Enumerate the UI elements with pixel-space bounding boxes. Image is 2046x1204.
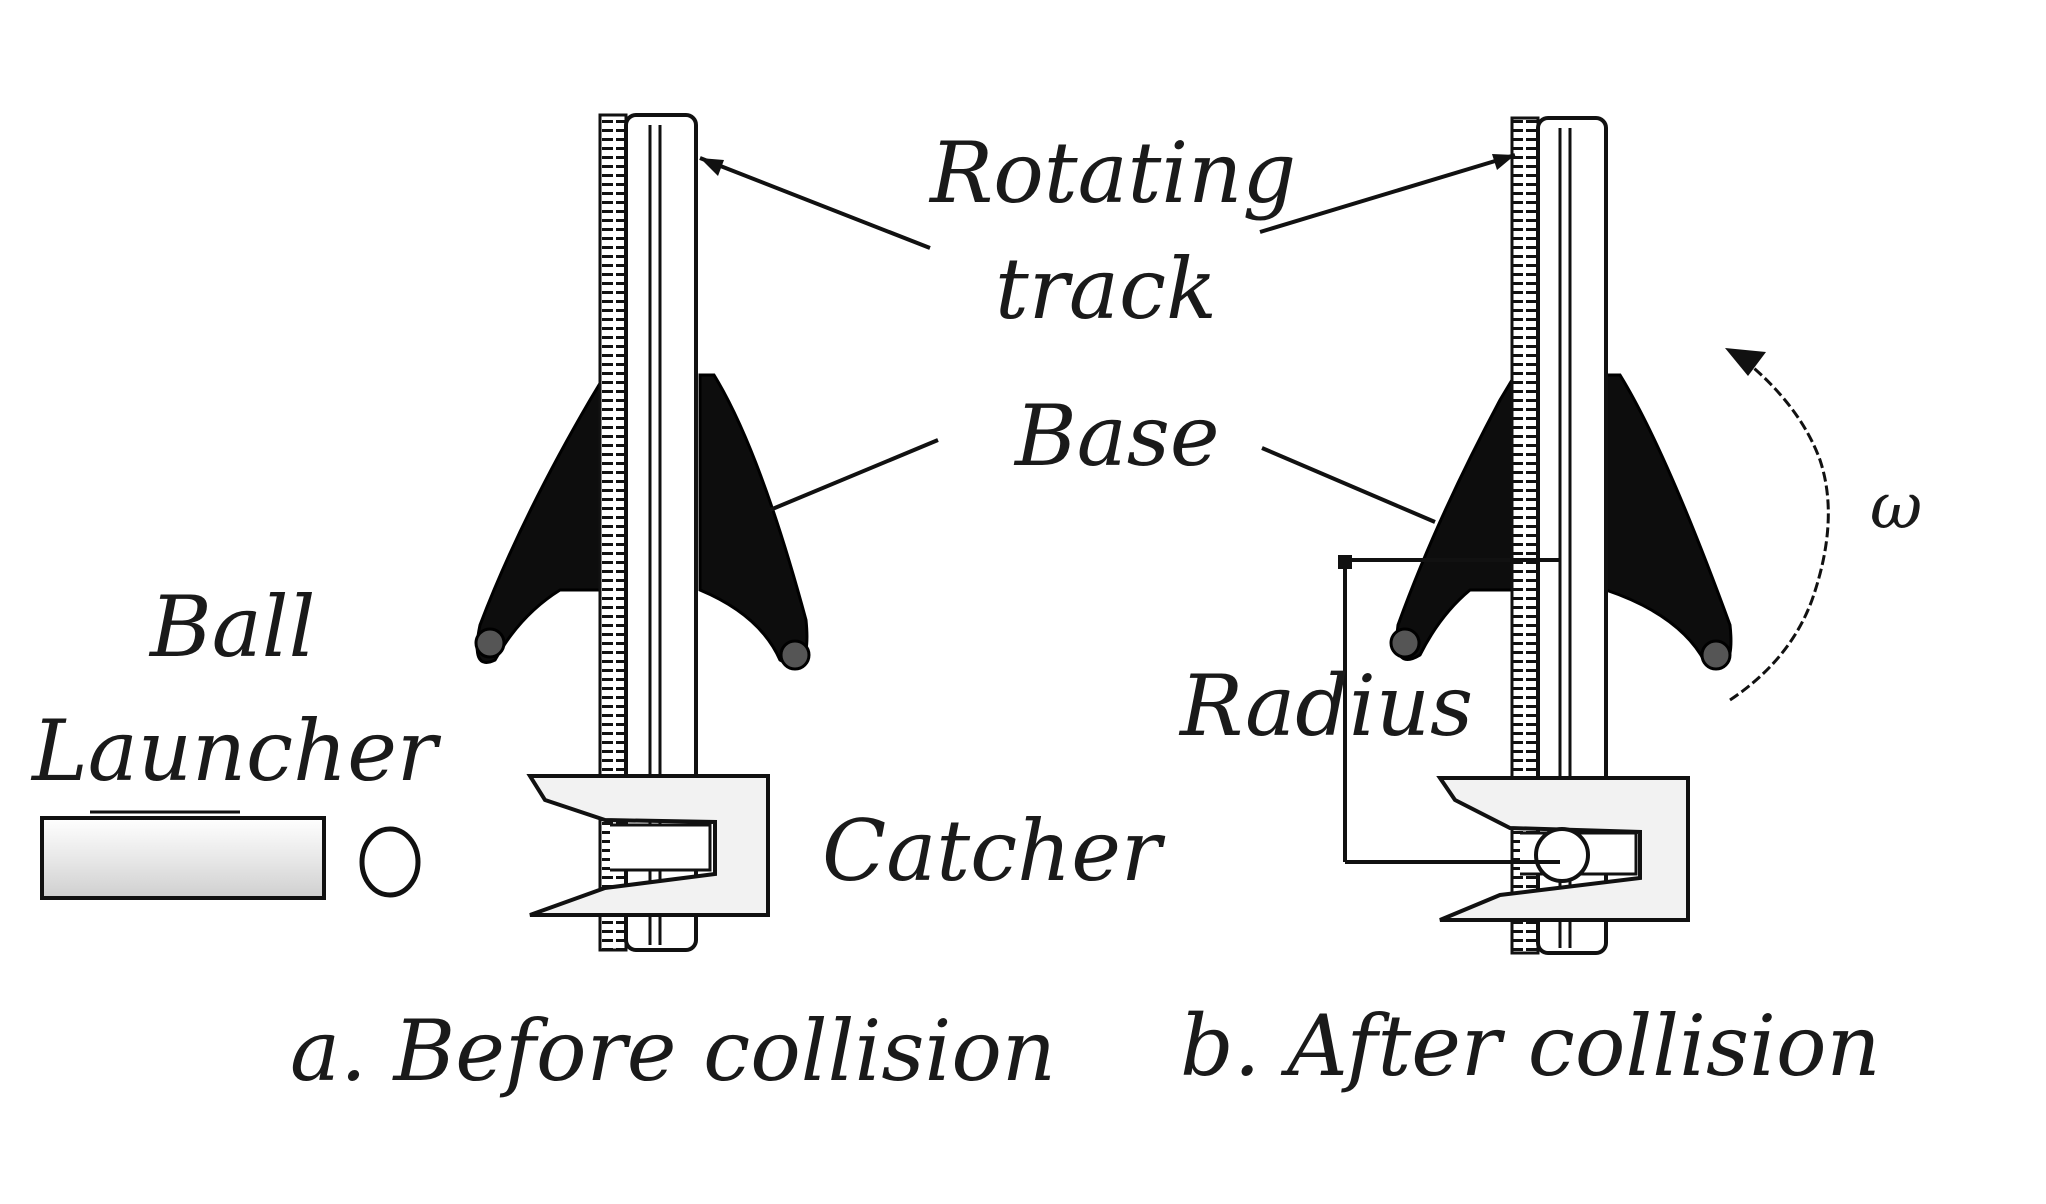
label-launcher: Launcher — [30, 702, 442, 800]
label-rotating: Rotating — [928, 124, 1296, 222]
caption-after-collision: b. After collision — [1180, 997, 1881, 1095]
label-catcher: Catcher — [822, 802, 1166, 900]
label-base: Base — [1013, 387, 1220, 485]
base-a — [474, 373, 811, 671]
label-ball: Ball — [148, 578, 316, 676]
leader-base-b — [1261, 446, 1436, 524]
leader-rotating-track-b — [1259, 153, 1516, 234]
label-track: track — [995, 240, 1217, 338]
panel-before-collision: Ball Launcher Catcher a. Before collisio… — [30, 113, 1166, 1100]
label-radius: Radius — [1178, 657, 1473, 755]
ball — [359, 826, 421, 898]
leader-arrowhead — [700, 158, 724, 176]
rotation-arrow — [1725, 348, 1830, 702]
leader-rotating-track-a — [699, 156, 931, 250]
caption-before-collision: a. Before collision — [290, 1002, 1056, 1100]
label-omega: ω — [1870, 470, 1922, 544]
caught-ball — [1534, 827, 1590, 883]
leader-base-a — [769, 438, 939, 512]
catcher-a — [526, 774, 770, 917]
ball-launcher — [40, 810, 326, 900]
leader-arrowhead — [1492, 154, 1515, 170]
panel-after-collision: Radius ω b. After collision — [1178, 116, 1922, 1095]
radius-bracket — [1338, 555, 1560, 864]
catcher-b — [1436, 776, 1690, 922]
base-b — [1389, 373, 1733, 671]
